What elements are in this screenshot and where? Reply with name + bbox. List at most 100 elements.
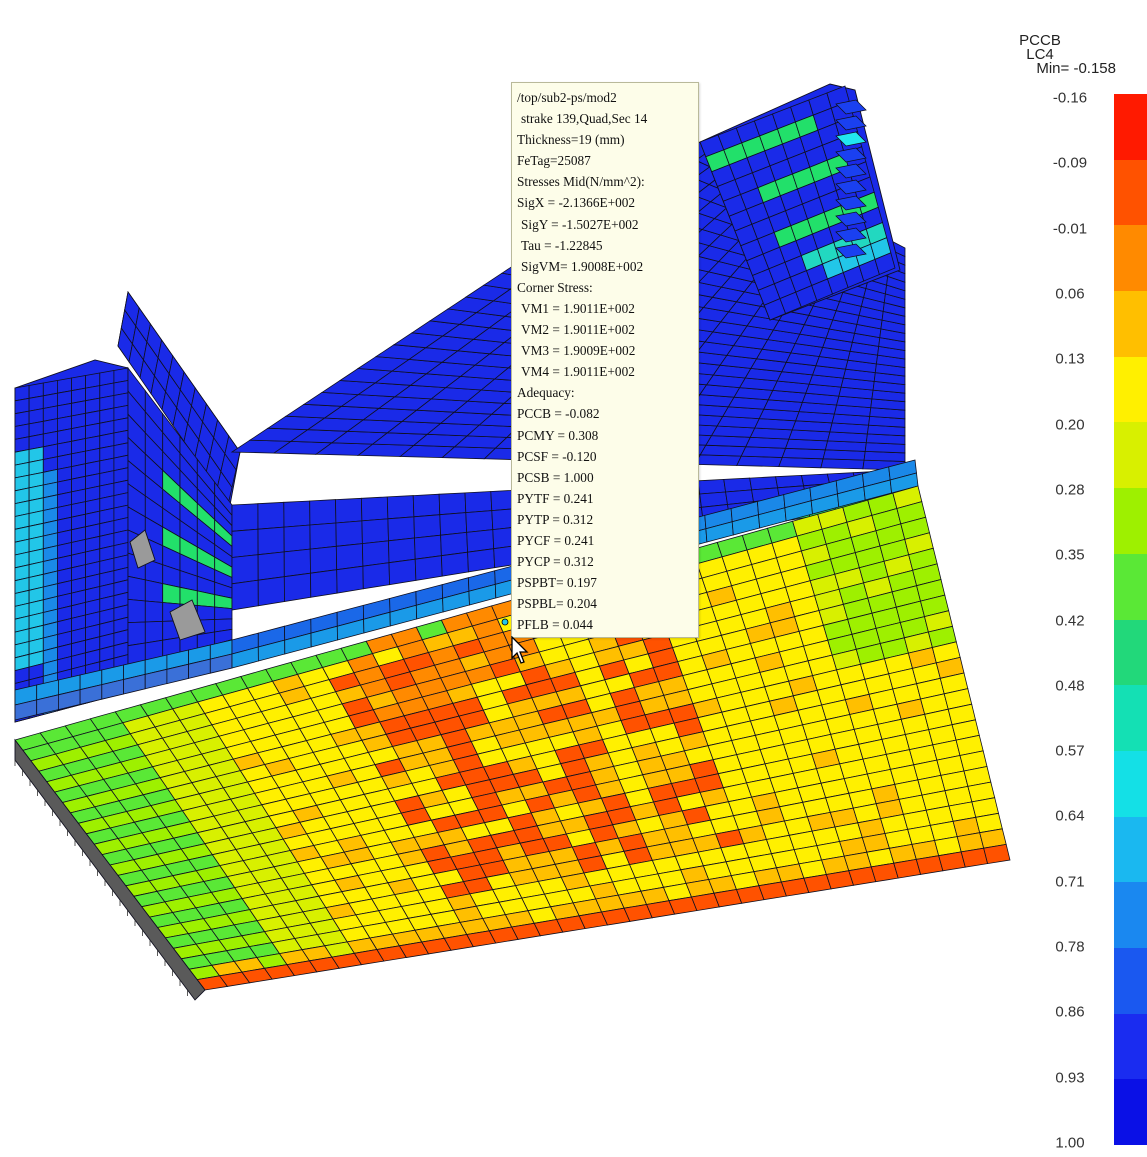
flange-tab: [835, 211, 867, 227]
bracket-element: [144, 600, 164, 623]
deck-edge-element: [283, 524, 311, 553]
color-scale-bar: [1114, 94, 1147, 1145]
deck-edge-element: [309, 499, 337, 526]
deck-edge-element: [466, 529, 495, 553]
color-scale-band: [1114, 225, 1147, 292]
tooltip-line: PCSB = 1.000: [517, 469, 594, 485]
flange-tab: [835, 115, 867, 131]
color-scale-label: -0.01: [1052, 220, 1088, 238]
deck-edge-element: [335, 543, 364, 571]
bracket-element: [214, 606, 233, 620]
right-bracket-element: [874, 252, 896, 276]
deck-edge-element: [697, 478, 727, 495]
plate-element: [938, 851, 966, 872]
bracket-element: [127, 598, 146, 624]
legend-title: PCCB: [1019, 32, 1061, 49]
tooltip-line: PSPBL= 0.204: [517, 596, 597, 612]
tooltip-line: VM4 = 1.9011E+002: [521, 364, 635, 380]
tooltip-line: PYTF = 0.241: [517, 490, 594, 506]
tooltip-line: PCCB = -0.082: [517, 406, 600, 422]
deck-edge-element: [388, 558, 417, 586]
color-scale-label: -0.16: [1052, 89, 1088, 107]
bracket-element: [196, 605, 216, 621]
tooltip-line: SigY = -1.5027E+002: [521, 216, 639, 232]
color-scale-band: [1114, 1079, 1147, 1145]
tooltip-line: PCMY = 0.308: [517, 427, 599, 443]
flange-tab: [835, 243, 867, 259]
deck-edge-element: [440, 551, 469, 577]
flange-tab: [835, 131, 867, 147]
flange-tab: [835, 99, 867, 115]
deck-edge-element: [440, 531, 469, 557]
color-scale-band: [1114, 882, 1147, 948]
deck-edge-element: [387, 516, 415, 542]
color-scale-label: 0.42: [1055, 612, 1085, 629]
deck-edge-element: [335, 497, 363, 524]
deck-edge-element: [464, 491, 493, 514]
color-scale-band: [1114, 619, 1147, 686]
bracket-element: [144, 579, 164, 603]
bracket-element: [127, 621, 146, 647]
deck-edge-element: [360, 496, 389, 522]
color-scale-band: [1114, 291, 1147, 357]
color-scale-label: 0.13: [1055, 350, 1085, 368]
tooltip-line: PYTP = 0.312: [517, 511, 594, 527]
tooltip-line: FeTag=25087: [517, 153, 591, 169]
color-scale-band: [1114, 685, 1147, 751]
mouse-cursor-icon: [511, 636, 529, 664]
deck-edge-element: [310, 569, 338, 598]
deck-edge-element: [283, 572, 312, 602]
legend-min-value: Min= -0.158: [1036, 60, 1116, 77]
color-scale-label: 0.28: [1055, 481, 1085, 499]
color-scale-band: [1114, 488, 1147, 554]
color-scale-label: 1.00: [1055, 1134, 1085, 1152]
cutout-area: [129, 529, 156, 569]
deck-edge-element: [386, 495, 415, 520]
bracket-element: [144, 620, 164, 644]
deck-edge-element: [362, 562, 391, 590]
deck-edge-element: [257, 526, 285, 556]
color-scale-label: 0.06: [1055, 285, 1085, 303]
deck-edge-element: [309, 522, 337, 550]
tooltip-line: VM1 = 1.9011E+002: [521, 300, 635, 316]
deck-edge-element: [361, 518, 389, 545]
color-scale-band: [1114, 356, 1147, 423]
tooltip-line: VM3 = 1.9009E+002: [521, 343, 636, 359]
color-scale-band: [1114, 947, 1147, 1014]
bracket-element: [162, 583, 181, 605]
legend-subtitle: LC4: [1026, 46, 1054, 63]
deck-edge-element: [414, 555, 443, 581]
color-scale-label: 0.78: [1055, 938, 1085, 956]
plate-element: [870, 862, 899, 883]
flange-tab: [835, 227, 867, 243]
tooltip-line: PCSF = -0.120: [517, 448, 597, 464]
deck-edge-element: [231, 554, 259, 585]
deck-edge-element: [467, 548, 496, 573]
deck-edge-element: [231, 503, 259, 532]
tooltip-line: PYCF = 0.241: [517, 532, 595, 548]
deck-element: [736, 455, 783, 468]
color-scale-label: 0.71: [1055, 873, 1085, 891]
color-scale-label: 0.57: [1055, 742, 1085, 760]
deck-edge-element: [335, 520, 363, 547]
tooltip-line: VM2 = 1.9011E+002: [521, 322, 635, 338]
deck-element: [820, 458, 865, 470]
color-scale-label: 0.20: [1055, 416, 1085, 434]
tooltip-line: SigX = -2.1366E+002: [517, 195, 636, 211]
deck-edge-element: [361, 540, 390, 567]
plate-element: [983, 843, 1011, 865]
tooltip-line: Tau = -1.22845: [521, 237, 603, 253]
color-scale-label: -0.09: [1052, 154, 1088, 172]
color-scale-label: 0.48: [1055, 677, 1085, 695]
deck-edge-element: [309, 545, 338, 574]
selected-node-marker: [501, 618, 509, 626]
color-scale-label: 0.93: [1055, 1069, 1085, 1087]
tooltip-line: Stresses Mid(N/mm^2):: [517, 174, 645, 190]
tooltip-line: Corner Stress:: [517, 279, 593, 295]
deck-edge-element: [231, 579, 259, 611]
deck-edge-element: [336, 565, 364, 594]
deck-edge-element: [465, 510, 494, 533]
deck-edge-element: [412, 493, 441, 518]
plate-element: [915, 855, 944, 875]
deck-edge-element: [231, 528, 259, 558]
